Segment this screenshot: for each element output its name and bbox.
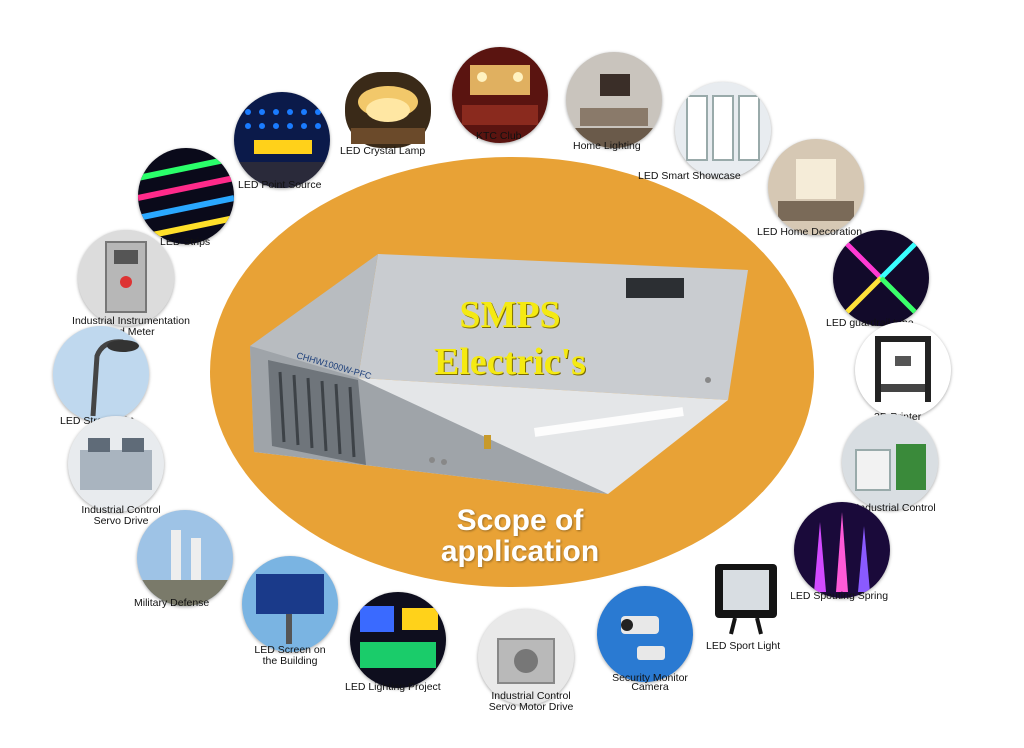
scope-title-line1: Scope of [456,504,584,537]
industrial-instrumentation-image [78,230,174,326]
led-home-decoration-image [768,139,864,235]
led-spouting-spring-image [794,502,890,598]
title-smps: SMPS [459,294,561,336]
led-street-light-image [53,326,149,422]
led-screen-building-image [242,556,338,652]
industrial-instrumentation-label-line1: Industrial Instrumentation [72,315,190,327]
led-sport-light-label: LED Sport Light [706,640,781,652]
military-defense-label: Military Defense [134,597,210,609]
led-screen-label-line1: LED Screen on [254,644,326,656]
industrial-control-servo-drive-image [68,416,164,512]
security-monitor-label-line1: Security Monitor [612,672,688,684]
led-smart-showcase-image [675,82,771,178]
led-spouting-spring-label: LED Spouting Spring [790,590,889,602]
ktc-club-image [452,47,548,143]
plc-industrial-control-label: PLC Industrial Control [833,502,936,514]
power-supply-image: CHHW1000W-PFC [248,250,768,500]
led-guardrail-tube-label: LED guardrail tube [826,317,914,329]
led-lighting-project-image [350,592,446,688]
industrial-instrumentation-label-line2: and Meter [107,326,155,338]
home-lighting-label: Home Lighting [573,140,641,152]
led-smart-showcase-label: LED Smart Showcase [638,170,741,182]
led-crystal-lamp-label: LED Crystal Lamp [340,145,426,157]
led-guardrail-tube-image [833,230,929,326]
industrial-control-label-line1: Industrial Control [81,504,161,516]
servo-motor-label-line2: Servo Motor Drive [488,701,574,713]
industrial-control-label-line2: Servo Drive [93,515,149,527]
plc-industrial-control-image [842,414,938,510]
military-defense-image [137,510,233,606]
servo-motor-drive-image [478,609,574,705]
3d-printer-image [855,322,951,418]
led-sport-light-image [705,560,791,636]
led-screen-label-line2: the Building [262,655,318,667]
led-home-decoration-label: LED Home Decoration [757,226,863,238]
led-point-source-label: LED Point Source [238,179,322,191]
ktc-club-label: KTC Club [476,130,522,142]
servo-motor-label-line1: Industrial Control [491,690,571,702]
home-lighting-image [566,52,662,148]
led-strips-label: LED Strips [160,236,211,248]
led-lighting-project-label: LED Lighting Project [345,681,441,693]
led-point-source-image [234,92,330,188]
security-monitor-camera-image [597,586,693,682]
security-monitor-label-line2: Camera [631,681,669,693]
title-electrics: Electric's [434,341,586,383]
led-strips-image [138,148,234,244]
scope-title-line2: application [440,535,600,568]
led-crystal-lamp-image [345,72,431,148]
